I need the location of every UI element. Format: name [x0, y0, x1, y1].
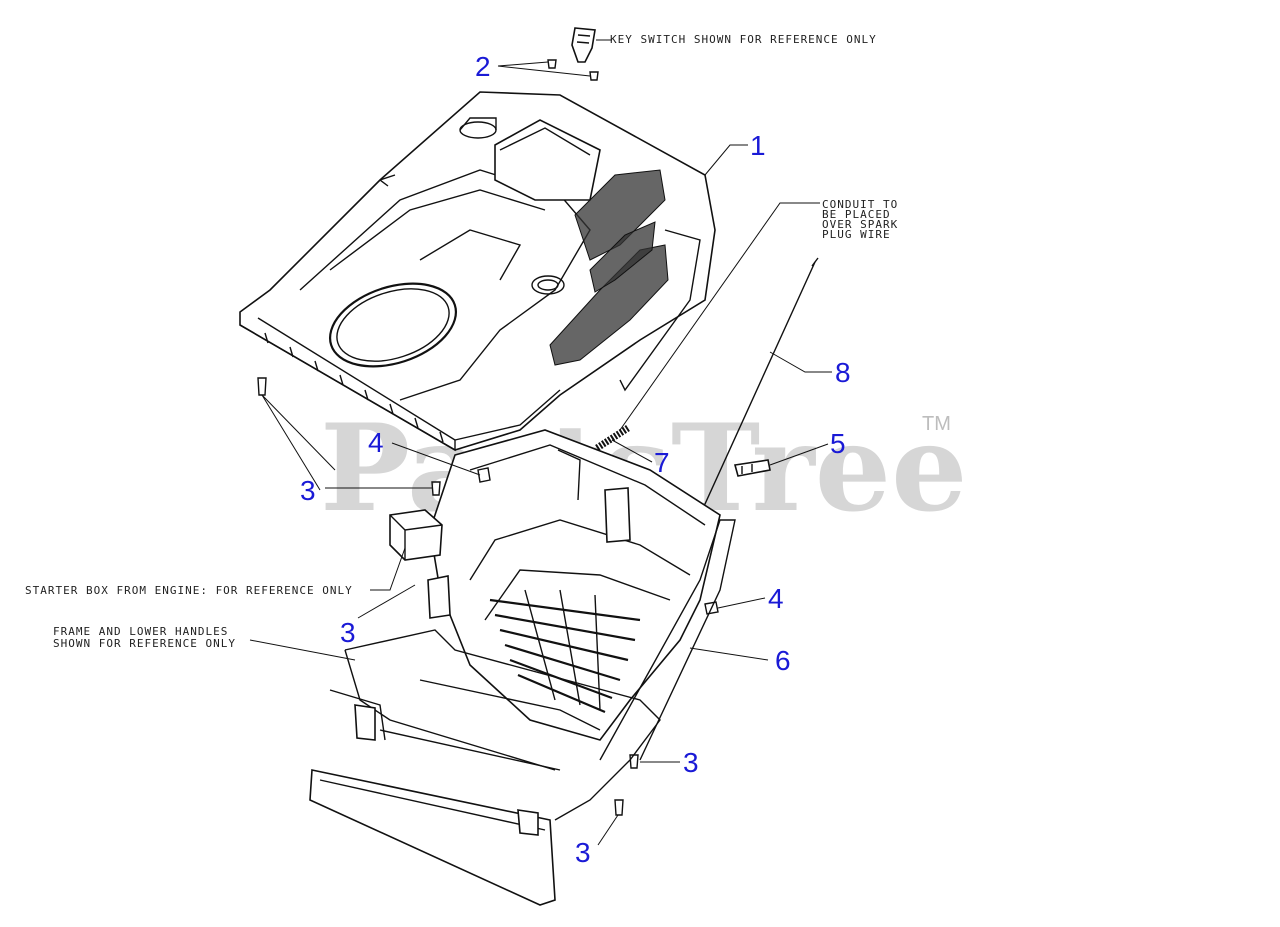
part-bolts-4	[391, 442, 766, 615]
conduit-note-3: OVER SPARK	[822, 218, 898, 231]
part-conduit	[595, 425, 653, 463]
key-switch	[571, 27, 612, 63]
callout-4-upper: 4	[368, 427, 384, 458]
callout-2: 2	[475, 51, 491, 82]
frame-note-2: SHOWN FOR REFERENCE ONLY	[53, 637, 236, 650]
conduit-note-4: PLUG WIRE	[822, 228, 891, 241]
watermark-trademark: TM	[922, 413, 951, 435]
key-switch-note: KEY SWITCH SHOWN FOR REFERENCE ONLY	[610, 33, 877, 46]
callout-1: 1	[750, 130, 766, 161]
callout-3-bottom: 3	[575, 837, 591, 868]
callout-5: 5	[830, 428, 846, 459]
part-cable	[699, 257, 832, 516]
leader-1	[704, 144, 748, 176]
starter-box-note: STARTER BOX FROM ENGINE: FOR REFERENCE O…	[25, 584, 353, 597]
callout-6: 6	[775, 645, 791, 676]
part-screws-3	[257, 377, 680, 846]
leader-conduit	[619, 202, 820, 431]
callout-3-right: 3	[683, 747, 699, 778]
callout-4-right: 4	[768, 583, 784, 614]
part-screws-top	[497, 59, 599, 81]
conduit-note-2: BE PLACED	[822, 208, 891, 221]
leader-6	[689, 647, 769, 661]
callout-3-left: 3	[340, 617, 356, 648]
conduit-note-1: CONDUIT TO	[822, 198, 898, 211]
callout-7: 7	[654, 447, 670, 478]
frame-lower-handles	[309, 519, 736, 906]
frame-note-1: FRAME AND LOWER HANDLES	[53, 625, 228, 638]
callout-8: 8	[835, 357, 851, 388]
starter-box	[370, 509, 443, 591]
part-shroud-cover	[239, 91, 716, 452]
leader-frame	[249, 639, 356, 661]
callout-3-upper: 3	[300, 475, 316, 506]
part-clip	[733, 443, 829, 477]
